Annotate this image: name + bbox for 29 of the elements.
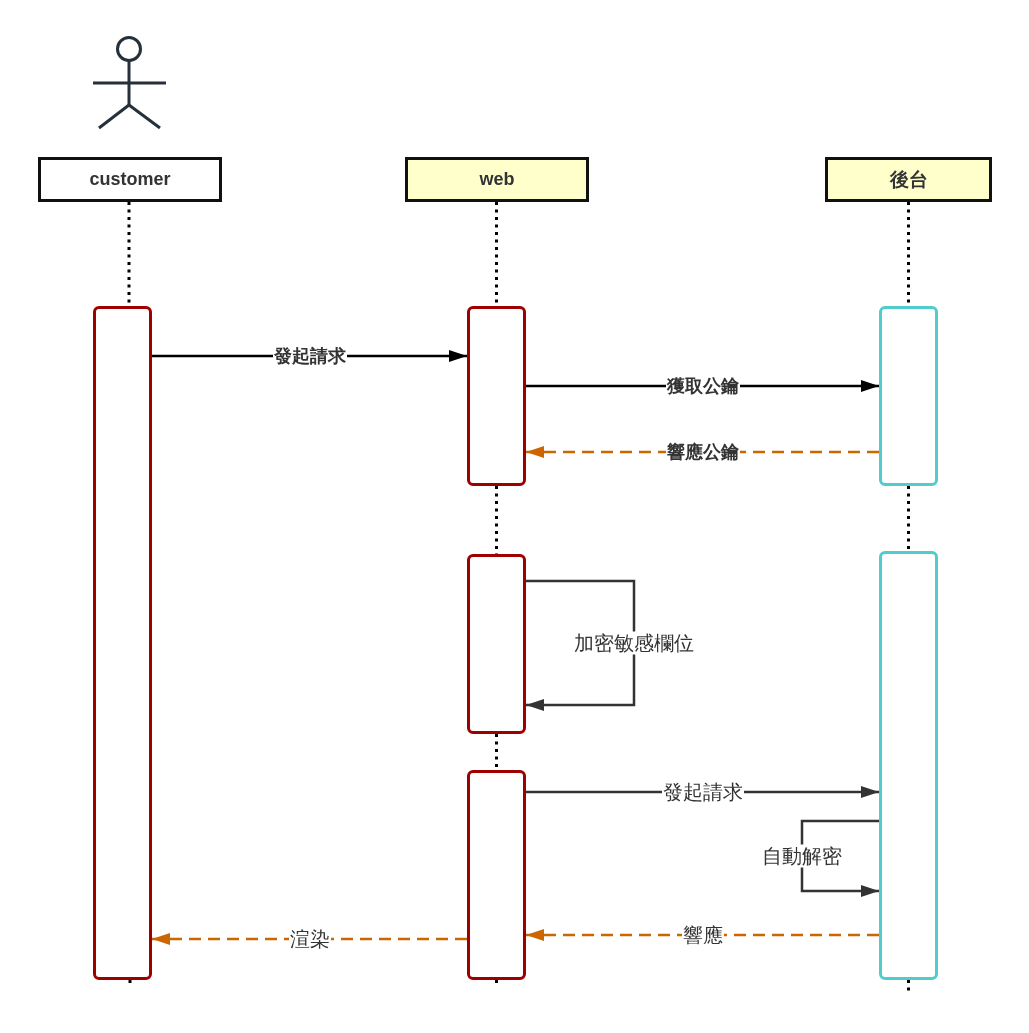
activation-box (467, 770, 526, 980)
lifeline (495, 980, 498, 986)
activation-box (93, 306, 152, 980)
lifeline (907, 980, 910, 993)
message-arrow (526, 929, 879, 941)
message-arrow (152, 933, 467, 945)
edge-label: 響應公鑰 (665, 441, 740, 463)
lifeline (128, 980, 132, 986)
edge-label: 渲染 (288, 927, 331, 951)
edge-label: 加密敏感欄位 (573, 631, 695, 655)
lifeline (495, 734, 498, 770)
lifeline (127, 202, 131, 306)
activation-box (467, 554, 526, 734)
participant-box: customer (38, 157, 222, 202)
self-message-arrow (800, 819, 879, 897)
participant-box: 後台 (825, 157, 992, 202)
edge-label: 響應 (681, 923, 724, 947)
lifeline (907, 202, 910, 306)
edge-label: 發起請求 (272, 345, 347, 367)
edge-label: 獲取公鑰 (665, 375, 740, 397)
edge-label: 自動解密 (761, 844, 843, 868)
lifeline (495, 202, 498, 306)
lifeline (907, 486, 910, 551)
activation-box (879, 306, 938, 486)
participant-box: web (405, 157, 589, 202)
edge-label: 發起請求 (661, 780, 744, 804)
self-message-arrow (526, 579, 636, 711)
activation-box (467, 306, 526, 486)
activation-box (879, 551, 938, 980)
